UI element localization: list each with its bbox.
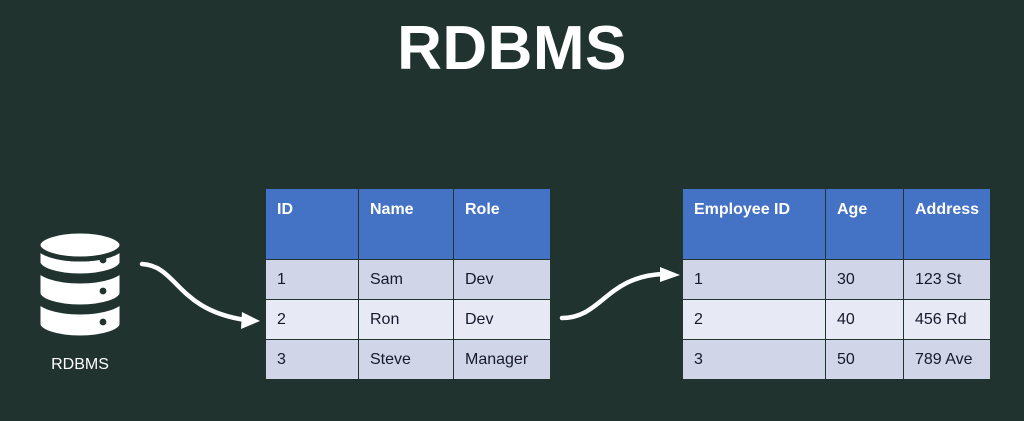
employee-detail-table: Employee ID Age Address 1 30 123 St 2 40… [682, 188, 991, 380]
column-header-address[interactable]: Address [903, 188, 991, 260]
cell-role: Dev [453, 299, 551, 340]
cell-address: 456 Rd [903, 299, 991, 340]
cell-name: Steve [358, 339, 454, 380]
cell-role: Manager [453, 339, 551, 380]
cell-age: 40 [825, 299, 904, 340]
cell-employee-id: 3 [682, 339, 826, 380]
cell-role: Dev [453, 259, 551, 300]
column-header-id[interactable]: ID [265, 188, 359, 260]
column-header-age[interactable]: Age [825, 188, 904, 260]
column-header-employee-id[interactable]: Employee ID [682, 188, 826, 260]
table-row: 3 50 789 Ave [682, 339, 991, 380]
cell-age: 50 [825, 339, 904, 380]
cell-id: 1 [265, 259, 359, 300]
table-header-row: Employee ID Age Address [682, 188, 991, 260]
database-label: RDBMS [51, 356, 109, 373]
table-row: 2 40 456 Rd [682, 299, 991, 340]
cell-employee-id: 2 [682, 299, 826, 340]
cell-name: Ron [358, 299, 454, 340]
cell-id: 2 [265, 299, 359, 340]
database-node: RDBMS [36, 228, 124, 388]
table-header-row: ID Name Role [265, 188, 551, 260]
column-header-role[interactable]: Role [453, 188, 551, 260]
table-row: 2 Ron Dev [265, 299, 551, 340]
cell-name: Sam [358, 259, 454, 300]
database-cylinder-icon [36, 228, 124, 341]
cell-age: 30 [825, 259, 904, 300]
table-row: 1 Sam Dev [265, 259, 551, 300]
page-title: RDBMS [397, 14, 627, 83]
arrow-db-to-table-1 [139, 261, 260, 329]
cell-address: 789 Ave [903, 339, 991, 380]
column-header-name[interactable]: Name [358, 188, 454, 260]
cell-address: 123 St [903, 259, 991, 300]
employee-role-table: ID Name Role 1 Sam Dev 2 Ron Dev 3 Steve… [265, 188, 551, 380]
table-row: 1 30 123 St [682, 259, 991, 300]
cell-employee-id: 1 [682, 259, 826, 300]
table-row: 3 Steve Manager [265, 339, 551, 380]
arrow-table-1-to-table-2 [559, 267, 680, 321]
cell-id: 3 [265, 339, 359, 380]
